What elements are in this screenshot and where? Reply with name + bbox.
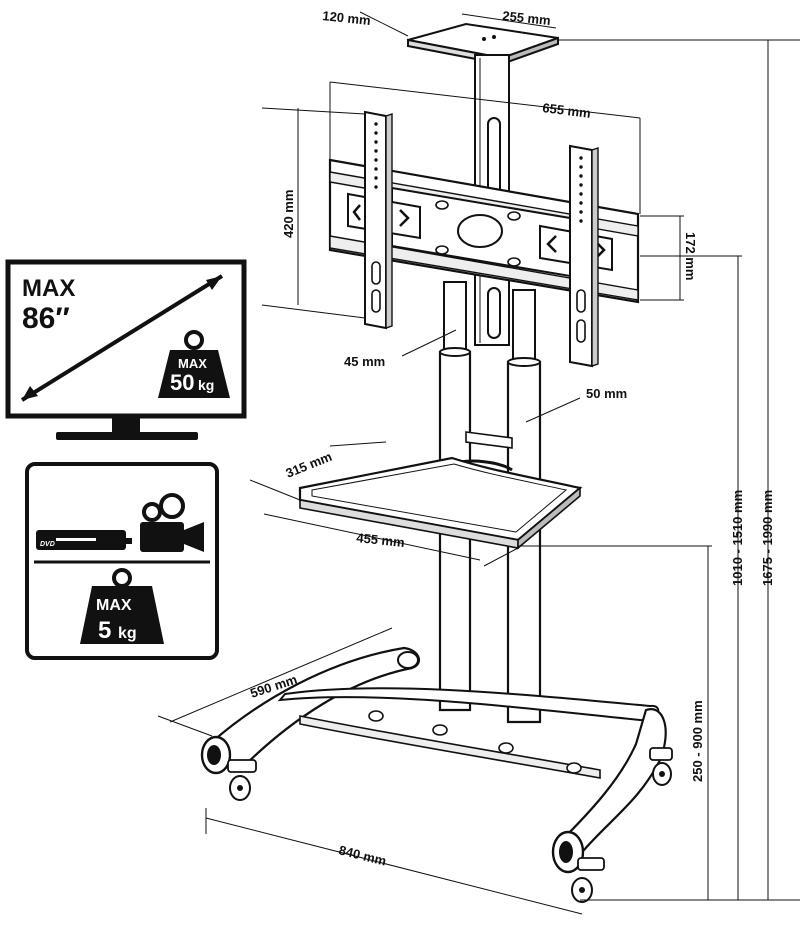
label-bracket-width: 655 mm (542, 100, 592, 121)
weight-icon (158, 330, 230, 398)
label-lower-pole: 50 mm (586, 386, 627, 401)
shelf-weight-value: 5 (98, 617, 111, 644)
dvd-player-icon: DVD (36, 530, 132, 550)
label-top-plate-width: 255 mm (502, 8, 552, 28)
shelf-badge: DVD MAX 5 kg (25, 462, 219, 660)
label-upper-pole: 45 mm (344, 354, 385, 369)
shelf-weight-max: MAX (96, 597, 132, 614)
video-camera-icon (140, 493, 204, 552)
base (210, 646, 667, 852)
tv-weight-max: MAX (178, 356, 207, 371)
shelf-weight-unit: kg (118, 625, 137, 642)
label-crossbar-height: 172 mm (683, 232, 698, 280)
label-mount-height: 1010 - 1510 mm (730, 490, 745, 586)
label-base-width: 840 mm (337, 842, 388, 868)
label-shelf-width: 455 mm (356, 530, 406, 550)
tv-weight-unit: kg (198, 377, 214, 393)
label-top-plate-depth: 120 mm (322, 8, 372, 28)
weight-icon (80, 568, 164, 644)
tv-max-label: MAX (22, 275, 75, 302)
vesa-bracket (328, 110, 640, 368)
dvd-label: DVD (40, 541, 55, 548)
label-shelf-height: 250 - 900 mm (690, 700, 705, 782)
shelf (298, 456, 583, 550)
caster-left-front (200, 735, 257, 801)
tv-size-label: 86″ (22, 302, 70, 335)
label-shelf-depth: 315 mm (284, 449, 335, 481)
label-bracket-height: 420 mm (281, 190, 296, 238)
label-total-height: 1675 - 1990 mm (760, 490, 775, 586)
tv-badge: MAX 86″ MAX 50 kg (5, 259, 247, 440)
caster-right-front (551, 830, 605, 903)
dimension-lines (157, 11, 800, 915)
tv-weight-value: 50 (170, 370, 194, 395)
caster-right-back (649, 747, 673, 786)
